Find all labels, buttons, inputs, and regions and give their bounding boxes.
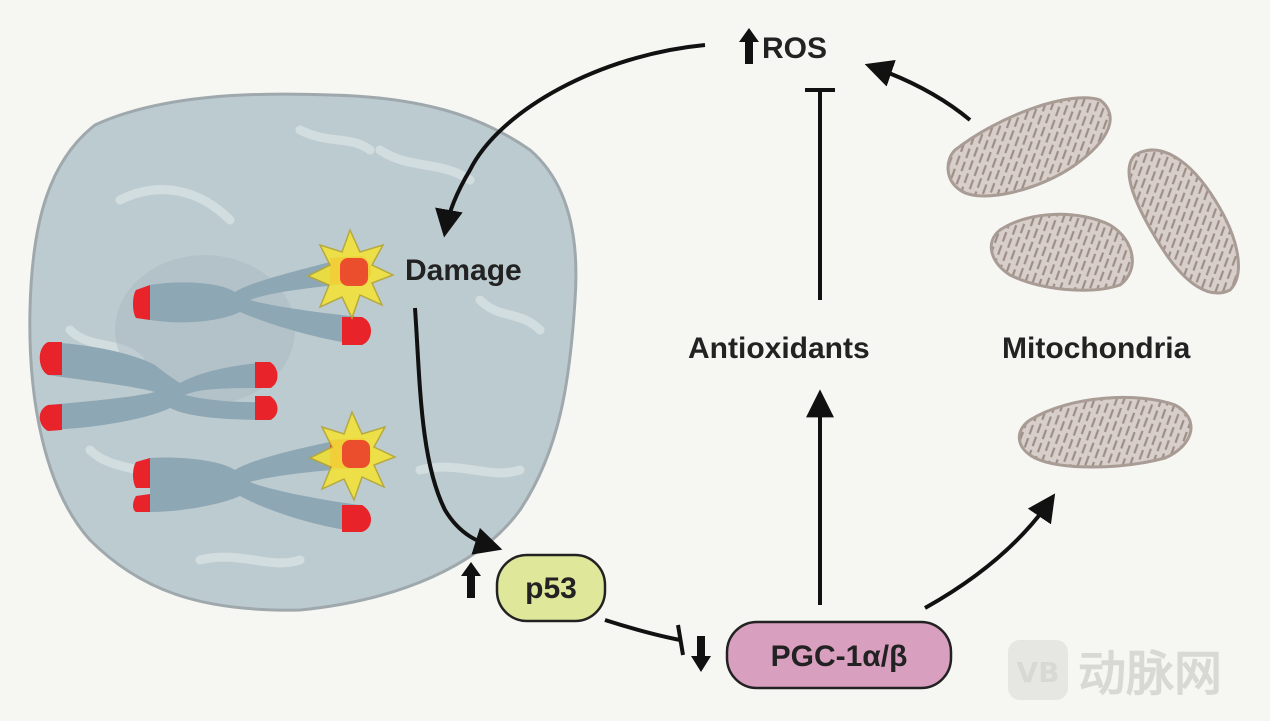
p53-label: p53 bbox=[525, 572, 577, 605]
mitochondria-label: Mitochondria bbox=[1002, 332, 1191, 365]
arrow-mitochondria-to-ros bbox=[864, 60, 972, 122]
mitochondrion-3 bbox=[989, 212, 1134, 292]
up-arrow-icon bbox=[739, 28, 759, 64]
watermark: VB 动脉网 bbox=[1008, 640, 1222, 702]
damage-star-bottom bbox=[308, 410, 397, 502]
down-arrow-icon bbox=[691, 636, 711, 672]
damage-star-top bbox=[306, 228, 395, 320]
inhibit-p53-to-pgc bbox=[604, 618, 685, 656]
watermark-logo: VB bbox=[1016, 656, 1059, 689]
pgc-node: PGC-1α/β bbox=[725, 620, 953, 690]
ros-label: ROS bbox=[762, 32, 827, 65]
mitochondrion-1 bbox=[946, 96, 1112, 198]
mitochondrion-4 bbox=[1017, 395, 1193, 469]
antioxidants-label: Antioxidants bbox=[688, 332, 870, 365]
arrow-pgc-to-mitochondria bbox=[924, 493, 1056, 610]
pgc-label: PGC-1α/β bbox=[771, 640, 908, 673]
mitochondrion-2 bbox=[1127, 148, 1240, 295]
inhibit-antioxidants-to-ros bbox=[805, 88, 835, 300]
chromosome-bottom bbox=[133, 438, 371, 532]
up-arrow-icon bbox=[461, 562, 481, 598]
arrow-damage-to-p53 bbox=[413, 307, 503, 555]
chromosome-middle bbox=[39, 342, 278, 431]
arrow-ros-to-damage bbox=[435, 43, 706, 238]
p53-node: p53 bbox=[495, 553, 607, 623]
damage-label: Damage bbox=[405, 254, 522, 287]
watermark-text: 动脉网 bbox=[1078, 646, 1222, 702]
